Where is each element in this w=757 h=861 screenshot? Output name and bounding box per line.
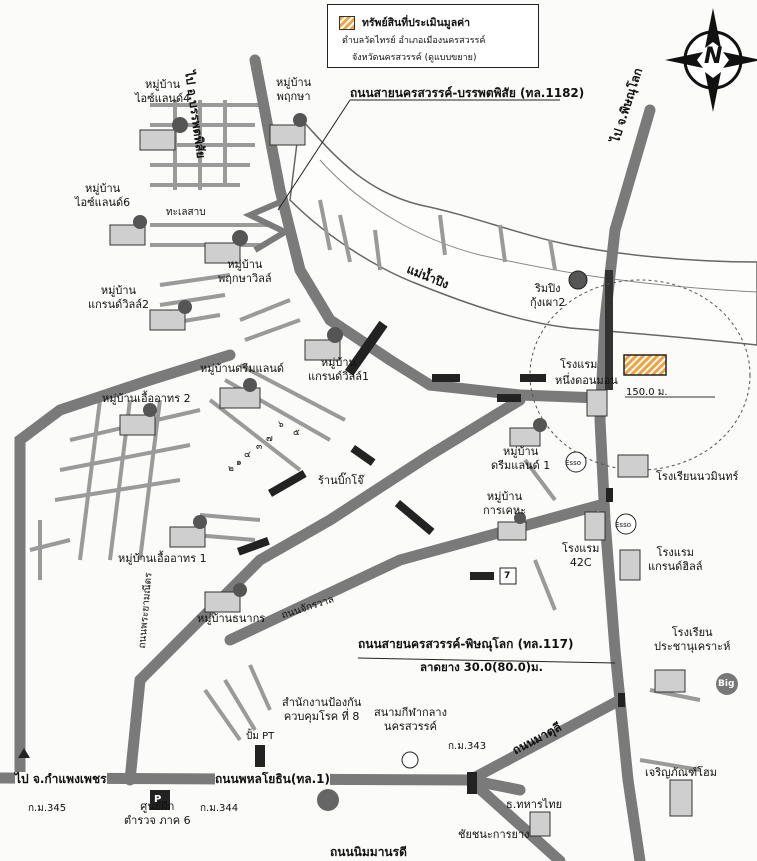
- legend-location-1: ตำบลวัดไทรย์ อำเภอเมืองนครสวรรค์: [342, 36, 486, 46]
- village-island4[interactable]: หมู่บ้านไอซ์แลนด์4: [135, 78, 191, 105]
- river-inner-bank: [319, 159, 757, 293]
- parking-label: P: [154, 794, 162, 805]
- village-thanakorn[interactable]: หมู่บ้านธนากร: [197, 612, 266, 625]
- house-number: ๔: [244, 450, 251, 460]
- median-strip: [605, 270, 613, 390]
- road-117-line: [224, 499, 606, 646]
- bigc-logo[interactable]: [716, 673, 738, 695]
- shophouse-blocks: [236, 320, 546, 580]
- village-phrueksa[interactable]: หมู่บ้านพฤกษา: [276, 76, 312, 103]
- parking-sign[interactable]: [150, 790, 170, 810]
- km345-label: ก.ม.345: [28, 803, 67, 814]
- stadium-ball-icon[interactable]: [401, 751, 419, 769]
- house-number: ๓: [256, 442, 263, 452]
- shell-icon[interactable]: [317, 789, 339, 811]
- house-number: ๖: [278, 420, 284, 430]
- house-number: ๑: [236, 458, 242, 468]
- road-label-phahon: ถนนพหลโยธิน(ทล.1): [215, 772, 330, 786]
- zigzag-road: [242, 197, 292, 253]
- road-label-117-spec: ลาดยาง 30.0(80.0)ม.: [420, 660, 543, 674]
- legend-swatch: [339, 16, 355, 30]
- pt-label[interactable]: ปั้ม PT: [246, 731, 275, 742]
- tree-symbols: [133, 113, 547, 597]
- chaichana-label[interactable]: ชัยชนะการยาง: [458, 828, 530, 841]
- thahan-thai-label[interactable]: ธ.ทหารไทย: [506, 798, 563, 811]
- hotel-grand-hill-label[interactable]: โรงแรมแกรนด์ฮิลล์: [648, 546, 703, 573]
- shop-bigjo-label[interactable]: ร้านบิ๊กโจ๊: [318, 474, 364, 487]
- seven-eleven-icon[interactable]: [499, 567, 517, 585]
- village-uea-arthorn-1[interactable]: หมู่บ้านเอื้ออาทร 1: [118, 552, 207, 565]
- km343-label: ก.ม.343: [448, 741, 487, 752]
- road-label-niman: ถนนนิมมานรดี: [330, 845, 407, 859]
- esso-sign-2[interactable]: [615, 513, 637, 535]
- road-label-to-kamphaeng: ไป จ.กำแพงเพชร: [15, 772, 107, 786]
- house-number: ๕: [293, 428, 300, 438]
- hotel-donmon-label[interactable]: หนึ่งดอนมอน: [555, 374, 618, 387]
- jaroen-label[interactable]: เจริญภัณฑ์โฮม: [645, 766, 717, 779]
- village-island6[interactable]: หมู่บ้านไอซ์แลนด์6: [75, 182, 131, 209]
- village-dreamland[interactable]: หมู่บ้านดรีมแลนด์: [200, 362, 284, 375]
- radius-circle: [529, 279, 751, 471]
- stadium-label[interactable]: สนามกีฬากลางนครสวรรค์: [374, 706, 447, 733]
- main-roads: [0, 54, 656, 861]
- rim-ping-icon[interactable]: [568, 270, 588, 290]
- compass-north-letter: N: [704, 44, 723, 69]
- school-nawamin-label[interactable]: โรงเรียนนวมินทร์: [656, 470, 739, 483]
- esso-label-1: Esso: [565, 459, 581, 467]
- lake-label: ทะเลสาบ: [166, 207, 206, 218]
- legend-title: ทรัพย์สินที่ประเมินมูลค่า: [362, 17, 471, 29]
- road-west-curve: [14, 349, 236, 784]
- road-label-117: ถนนสายนครสวรรค์-พิษณุโลก (ทล.117): [358, 637, 574, 651]
- ping-river: [289, 116, 757, 346]
- traffic-light-icons: [467, 488, 625, 794]
- legend-box: ทรัพย์สินที่ประเมินมูลค่า ตำบลวัดไทรย์ อ…: [327, 4, 539, 68]
- school-pracha-label[interactable]: โรงเรียนประชานุเคราะห์: [654, 626, 731, 653]
- radius-label: 150.0 ม.: [626, 387, 668, 398]
- village-kheha[interactable]: หมู่บ้านการเคหะ: [483, 490, 527, 517]
- house-number: ๗: [266, 434, 273, 444]
- village-uea-arthorn-2[interactable]: หมู่บ้านเอื้ออาทร 2: [102, 392, 191, 405]
- road-phraya-line: [124, 674, 146, 786]
- building-icons: [109, 124, 693, 837]
- hotel-prefix-label: โรงแรม: [560, 358, 598, 371]
- esso-sign-1[interactable]: [565, 451, 587, 473]
- road-matuli-line: [464, 694, 626, 786]
- seven-label: 7: [504, 571, 511, 581]
- esso-label-2: Esso: [615, 521, 631, 529]
- minor-streets: [29, 100, 701, 772]
- road-diagonal-south: [464, 774, 566, 861]
- leader-1182: [277, 99, 351, 211]
- compass-rose: [665, 8, 757, 112]
- road-phitsanulok-line: [594, 104, 656, 861]
- rim-ping-label[interactable]: ริมปิงกุ้งเผา2: [530, 282, 566, 309]
- village-grand1[interactable]: หมู่บ้านแกรนด์วิลล์1: [308, 356, 369, 383]
- village-grand2[interactable]: หมู่บ้านแกรนด์วิลล์2: [88, 284, 149, 311]
- village-dreamland-1[interactable]: หมู่บ้านดรีมแลนด์ 1: [491, 445, 551, 472]
- village-phrueksa-ville[interactable]: หมู่บ้านพฤกษาวิลล์: [218, 258, 272, 285]
- police-center-label[interactable]: ศูนย์ฝึกตำรวจ ภาค 6: [124, 800, 191, 827]
- legend-location-2: จังหวัดนครสวรรค์ (ดูแบบขยาย): [352, 53, 477, 63]
- house-number: ๒: [228, 464, 234, 474]
- leader-117: [357, 657, 616, 664]
- mitsubishi-logo: [18, 748, 30, 758]
- subject-property-marker[interactable]: [623, 354, 667, 376]
- pt-pump-icon[interactable]: [255, 745, 265, 767]
- bigc-label: Big: [718, 679, 735, 689]
- km344-label: ก.ม.344: [200, 803, 239, 814]
- road-label-1182: ถนนสายนครสวรรค์-บรรพตพิสัย (ทล.1182): [350, 86, 585, 100]
- disease-office-label[interactable]: สำนักงานป้องกันควบคุมโรค ที่ 8: [282, 696, 362, 723]
